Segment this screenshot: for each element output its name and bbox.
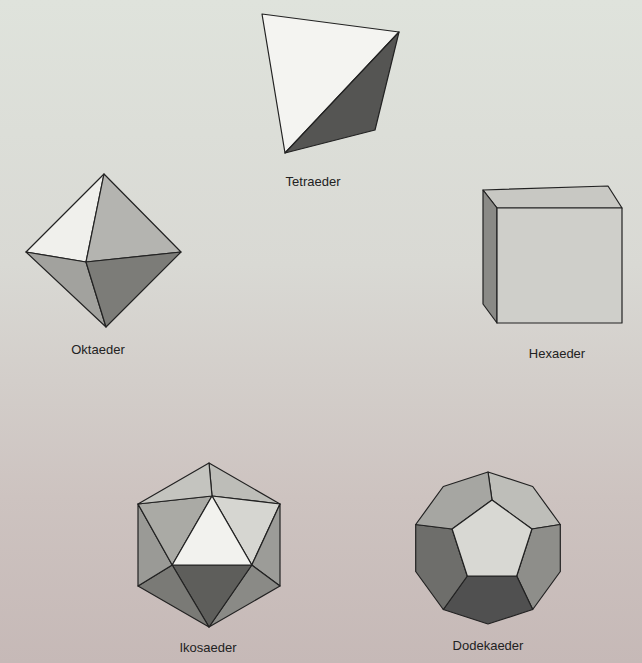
solid-face [452,500,532,576]
solid-face [138,463,212,504]
solid-name: Tetraeder [286,174,341,189]
solid-name: Hexaeder [529,346,585,361]
octahedron [26,174,181,327]
solid-face [172,496,252,565]
solid-name: Oktaeder [71,342,124,357]
solid-name: Ikosaeder [179,640,236,655]
icosahedron [138,463,280,627]
solid-name: Dodekaeder [453,638,524,653]
dodecahedron [416,472,561,624]
cube [483,186,622,323]
tetrahedron [262,14,399,153]
